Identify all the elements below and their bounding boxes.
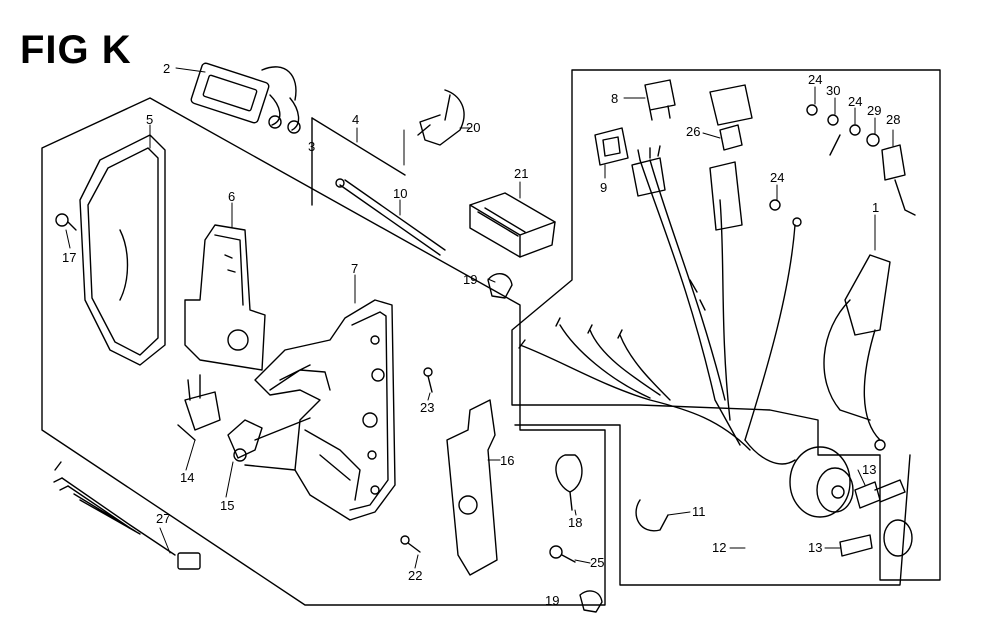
part-17-bolt xyxy=(55,213,77,231)
part-21-box xyxy=(469,192,556,258)
part3-bracket-top xyxy=(311,117,406,176)
part-27-harness xyxy=(53,461,201,570)
part-29-nut xyxy=(866,133,880,147)
callout-12: 12 xyxy=(712,540,726,555)
callout-24b: 24 xyxy=(848,94,862,109)
part-30-washer xyxy=(827,114,841,156)
part-10-rod xyxy=(335,178,446,256)
callout-4: 4 xyxy=(352,112,359,127)
part-1-lamp xyxy=(823,254,891,451)
callout-8: 8 xyxy=(611,91,618,106)
part-15-socket xyxy=(227,417,311,471)
callout-22: 22 xyxy=(408,568,422,583)
part-26-fuse-holder xyxy=(709,84,753,231)
part-8-relay xyxy=(644,79,676,121)
part-12-main-harness xyxy=(518,159,802,465)
part-9-connector xyxy=(594,127,629,166)
callout-29: 29 xyxy=(867,103,881,118)
callout-13a: 13 xyxy=(862,462,876,477)
part-24-nuts xyxy=(769,104,861,211)
callout-24a: 24 xyxy=(808,72,822,87)
callout-19b: 19 xyxy=(545,593,559,608)
callout-20: 20 xyxy=(466,120,480,135)
part-19-clip-lower xyxy=(579,590,603,613)
part-14-switch xyxy=(177,374,221,441)
callout-1: 1 xyxy=(872,200,879,215)
part-20-clip xyxy=(417,89,465,146)
callout-5: 5 xyxy=(146,112,153,127)
part-28-relay xyxy=(881,144,916,216)
callout-24c: 24 xyxy=(770,170,784,185)
part-5-cover xyxy=(79,134,166,366)
callout-3: 3 xyxy=(308,139,315,154)
callout-21: 21 xyxy=(514,166,528,181)
part-23-screw xyxy=(423,367,433,393)
callout-30: 30 xyxy=(826,83,840,98)
callout-7: 7 xyxy=(351,261,358,276)
callout-13b: 13 xyxy=(808,540,822,555)
leader-lines xyxy=(65,67,894,569)
part-19-clip-upper xyxy=(487,273,513,299)
callout-10: 10 xyxy=(393,186,407,201)
callout-6: 6 xyxy=(228,189,235,204)
part-2-coil xyxy=(190,62,301,134)
right-group-frame xyxy=(511,69,941,581)
callout-23: 23 xyxy=(420,400,434,415)
part-connector-plug xyxy=(631,145,666,197)
part-13-keys xyxy=(839,479,913,557)
callout-9: 9 xyxy=(600,180,607,195)
part-6-bracket xyxy=(184,224,266,371)
callout-19a: 19 xyxy=(463,272,477,287)
part-22-screw xyxy=(400,535,421,553)
part-16-plate xyxy=(446,399,498,576)
callout-2: 2 xyxy=(163,61,170,76)
callout-27: 27 xyxy=(156,511,170,526)
callout-28: 28 xyxy=(886,112,900,127)
callout-11: 11 xyxy=(692,504,706,519)
callout-labels: 2 3 4 5 6 7 8 9 10 11 12 13 13 14 15 16 … xyxy=(62,61,900,608)
part-18-band xyxy=(555,454,583,511)
callout-17: 17 xyxy=(62,250,76,265)
callout-14: 14 xyxy=(180,470,194,485)
callout-18: 18 xyxy=(568,515,582,530)
lower-group-frame xyxy=(514,424,911,586)
callout-25: 25 xyxy=(590,555,604,570)
part-7-panel xyxy=(254,299,396,521)
callout-16: 16 xyxy=(500,453,514,468)
part-25-bolt xyxy=(549,545,576,563)
callout-26: 26 xyxy=(686,124,700,139)
figure-title: FIG K xyxy=(20,28,132,72)
part-11-clamp xyxy=(635,499,669,532)
callout-15: 15 xyxy=(220,498,234,513)
part-ignition-switch xyxy=(789,446,854,518)
